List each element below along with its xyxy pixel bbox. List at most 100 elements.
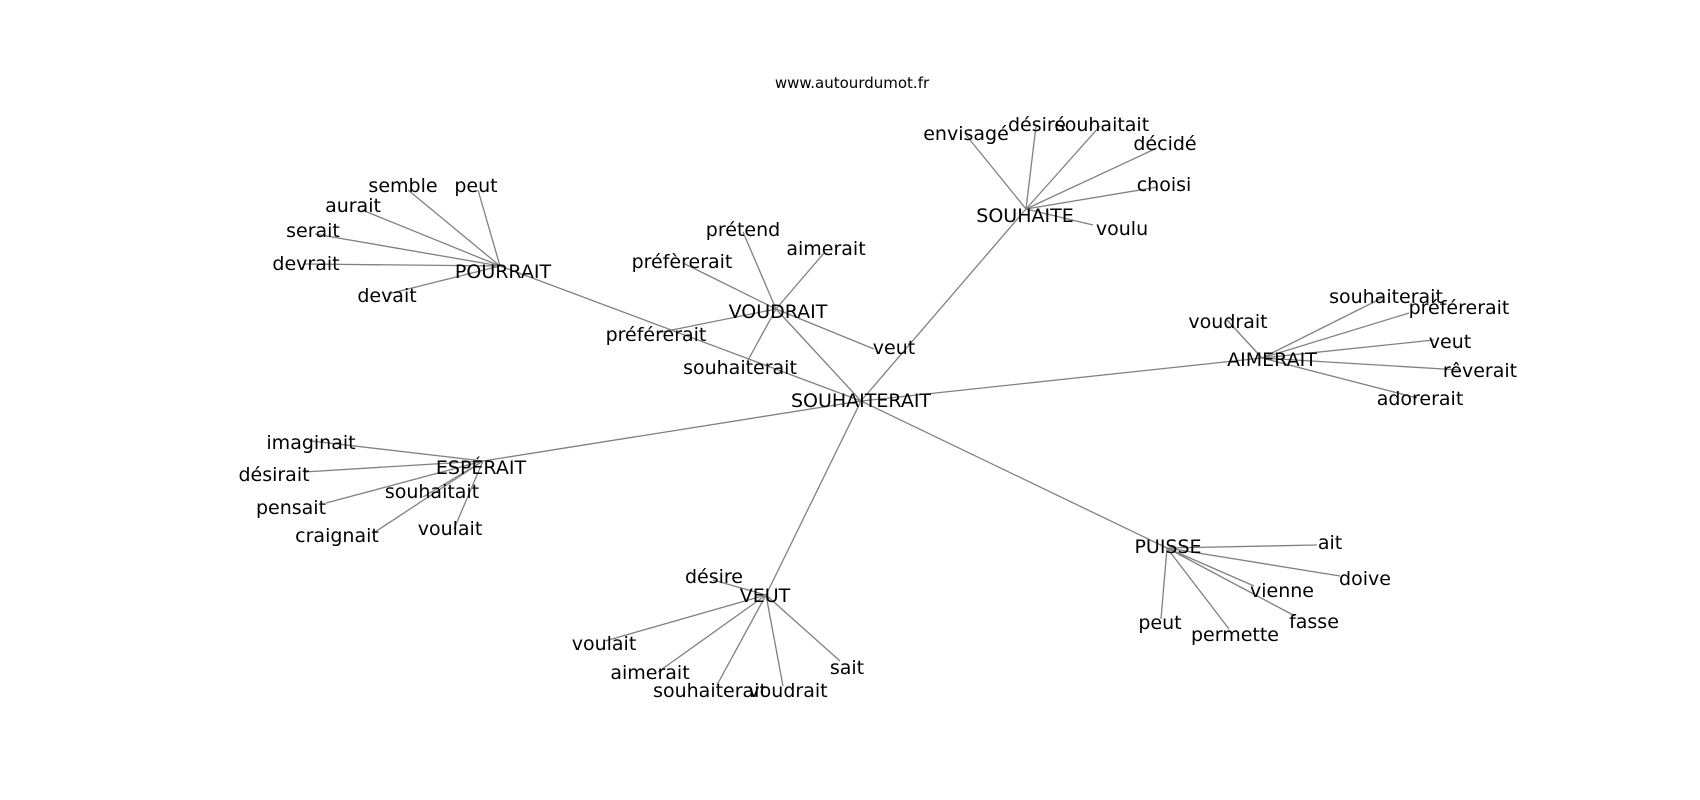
node-leaf-esperait-pensait[interactable]: pensait: [256, 497, 326, 519]
edge-souhaite-to-voulu: [1025, 208, 1094, 226]
edge-souhaite-to-decide: [1025, 147, 1158, 210]
edge-aimerait-to-adorerait: [1261, 357, 1418, 399]
labels-layer: SOUHAITERAIT POURRAIT semble peut aurait sera…: [238, 114, 1517, 702]
edge-center-to-veut: [765, 400, 862, 596]
edge-souhaite-to-envisage: [965, 134, 1027, 210]
node-leaf-veut-voudrait[interactable]: voudrait: [748, 680, 827, 702]
edge-esperait-to-craignait: [374, 460, 484, 533]
edge-aimerait-to-souhaiterait: [1261, 297, 1383, 359]
edge-esperait-to-pensait: [325, 460, 484, 504]
edge-souhaite-to-desire: [1025, 125, 1037, 210]
node-hub-puisse[interactable]: PUISSE: [1134, 536, 1201, 558]
node-leaf-souhaite-envisage[interactable]: envisagé: [923, 123, 1009, 145]
node-leaf-voudrait-veut[interactable]: veut: [873, 337, 915, 359]
edge-veut-to-voudrait: [765, 594, 784, 687]
node-leaf-aimerait-adorerait[interactable]: adorerait: [1377, 388, 1464, 410]
edge-center-to-pourrait: [499, 265, 862, 402]
node-leaf-aimerait-reverait[interactable]: rêverait: [1443, 360, 1517, 382]
edge-pourrait-to-devait: [387, 265, 501, 295]
node-leaf-voudrait-prefererait[interactable]: préfèrerait: [632, 251, 733, 273]
edge-veut-to-aimerait: [657, 594, 767, 673]
node-leaf-pourrait-devrait[interactable]: devrait: [272, 253, 339, 275]
edge-pourrait-to-semble: [407, 189, 501, 267]
node-leaf-souhaite-voulu[interactable]: voulu: [1096, 218, 1148, 240]
edge-voudrait-to-veut: [775, 308, 875, 350]
node-leaf-pourrait-aurait[interactable]: aurait: [325, 195, 381, 217]
node-leaf-esperait-souhaitait[interactable]: souhaitait: [385, 481, 479, 503]
edge-center-to-puisse: [860, 400, 1168, 549]
node-leaf-aimerait-prefererait[interactable]: préférerait: [1409, 297, 1510, 319]
node-leaf-pourrait-peut[interactable]: peut: [454, 175, 497, 197]
node-leaf-souhaite-souhaitait[interactable]: souhaitait: [1055, 114, 1149, 136]
edge-voudrait-to-prefererait: [682, 262, 777, 310]
edge-voudrait-to-aimerait: [775, 252, 825, 310]
node-leaf-voudrait-pretend[interactable]: prétend: [706, 219, 780, 241]
node-hub-voudrait[interactable]: VOUDRAIT: [729, 301, 828, 323]
edge-souhaite-to-choisi: [1025, 186, 1159, 210]
edge-pourrait-to-devrait: [304, 263, 501, 267]
node-leaf-souhaite-desire[interactable]: désiré: [1008, 114, 1066, 136]
edge-aimerait-to-prefererait: [1261, 312, 1410, 359]
node-leaf-veut-sait[interactable]: sait: [830, 657, 864, 679]
edge-veut-to-voulait: [604, 594, 767, 642]
edge-aimerait-to-veut: [1261, 339, 1435, 359]
edge-veut-to-sait: [765, 594, 841, 662]
edge-souhaite-to-souhaitait: [1025, 125, 1101, 210]
node-leaf-veut-voulait[interactable]: voulait: [572, 633, 637, 655]
edge-voudrait-to-pretend: [742, 231, 777, 310]
node-leaf-voudrait-aimerait[interactable]: aimerait: [786, 238, 865, 260]
edge-puisse-to-fasse: [1166, 547, 1296, 617]
edge-pourrait-to-peut: [477, 189, 501, 267]
node-leaf-pourrait-semble[interactable]: semble: [368, 175, 437, 197]
edge-puisse-to-vienne: [1166, 547, 1255, 587]
node-leaf-voudrait-souhaiterait[interactable]: souhaiterait: [683, 357, 797, 379]
node-leaf-souhaite-choisi[interactable]: choisi: [1137, 174, 1192, 196]
edge-center-to-esperait: [482, 400, 862, 462]
node-hub-souhaite[interactable]: SOUHAITE: [976, 205, 1073, 227]
node-leaf-puisse-doive[interactable]: doive: [1339, 568, 1391, 590]
node-leaf-esperait-craignait[interactable]: craignait: [295, 525, 379, 547]
edge-aimerait-to-reverait: [1261, 357, 1461, 371]
node-center-souhaiterait[interactable]: SOUHAITERAIT: [791, 390, 931, 412]
node-hub-aimerait[interactable]: AIMERAIT: [1227, 349, 1317, 371]
node-leaf-pourrait-devait[interactable]: devait: [357, 285, 416, 307]
edge-esperait-to-desirait: [303, 460, 484, 473]
node-leaf-pourrait-serait[interactable]: serait: [286, 220, 340, 242]
node-leaf-voudrait-prefererait[interactable]: préférerait: [606, 324, 707, 346]
edge-puisse-to-ait: [1166, 544, 1318, 549]
edge-pourrait-to-aurait: [361, 209, 501, 267]
node-leaf-puisse-peut[interactable]: peut: [1138, 612, 1181, 634]
edge-puisse-to-doive: [1166, 547, 1341, 577]
edge-veut-to-souhaiterait: [716, 594, 767, 686]
node-leaf-puisse-permette[interactable]: permette: [1191, 624, 1279, 646]
node-leaf-aimerait-voudrait[interactable]: voudrait: [1188, 311, 1267, 333]
edge-puisse-to-peut: [1160, 547, 1168, 620]
node-leaf-aimerait-veut[interactable]: veut: [1429, 331, 1471, 353]
edge-voudrait-to-souhaiterait: [746, 308, 777, 363]
node-leaf-puisse-fasse[interactable]: fasse: [1289, 611, 1339, 633]
node-leaf-veut-desire[interactable]: désire: [685, 566, 743, 588]
edge-pourrait-to-serait: [314, 233, 501, 267]
edge-center-to-souhaite: [860, 208, 1027, 402]
node-leaf-puisse-vienne[interactable]: vienne: [1250, 580, 1314, 602]
node-leaf-puisse-ait[interactable]: ait: [1318, 532, 1342, 554]
node-leaf-esperait-voulait[interactable]: voulait: [418, 518, 483, 540]
node-leaf-veut-souhaiterait[interactable]: souhaiterait: [653, 680, 767, 702]
node-hub-pourrait[interactable]: POURRAIT: [455, 261, 552, 283]
edge-veut-to-desire: [712, 579, 767, 596]
edges-layer: [303, 125, 1461, 687]
node-leaf-esperait-imaginait[interactable]: imaginait: [266, 432, 355, 454]
node-leaf-souhaite-decide[interactable]: décidé: [1133, 133, 1196, 155]
edge-center-to-aimerait: [860, 357, 1263, 402]
node-leaf-aimerait-souhaiterait[interactable]: souhaiterait: [1329, 286, 1443, 308]
edge-voudrait-to-prefererait: [656, 308, 777, 334]
node-leaf-esperait-desirait[interactable]: désirait: [238, 464, 309, 486]
edge-aimerait-to-voudrait: [1226, 319, 1263, 359]
node-leaf-veut-aimerait[interactable]: aimerait: [610, 662, 689, 684]
node-hub-esperait[interactable]: ESPÉRAIT: [436, 456, 527, 479]
source-label: www.autourdumot.fr: [775, 74, 930, 92]
edge-puisse-to-permette: [1166, 547, 1230, 630]
node-hub-veut[interactable]: VEUT: [740, 585, 791, 607]
